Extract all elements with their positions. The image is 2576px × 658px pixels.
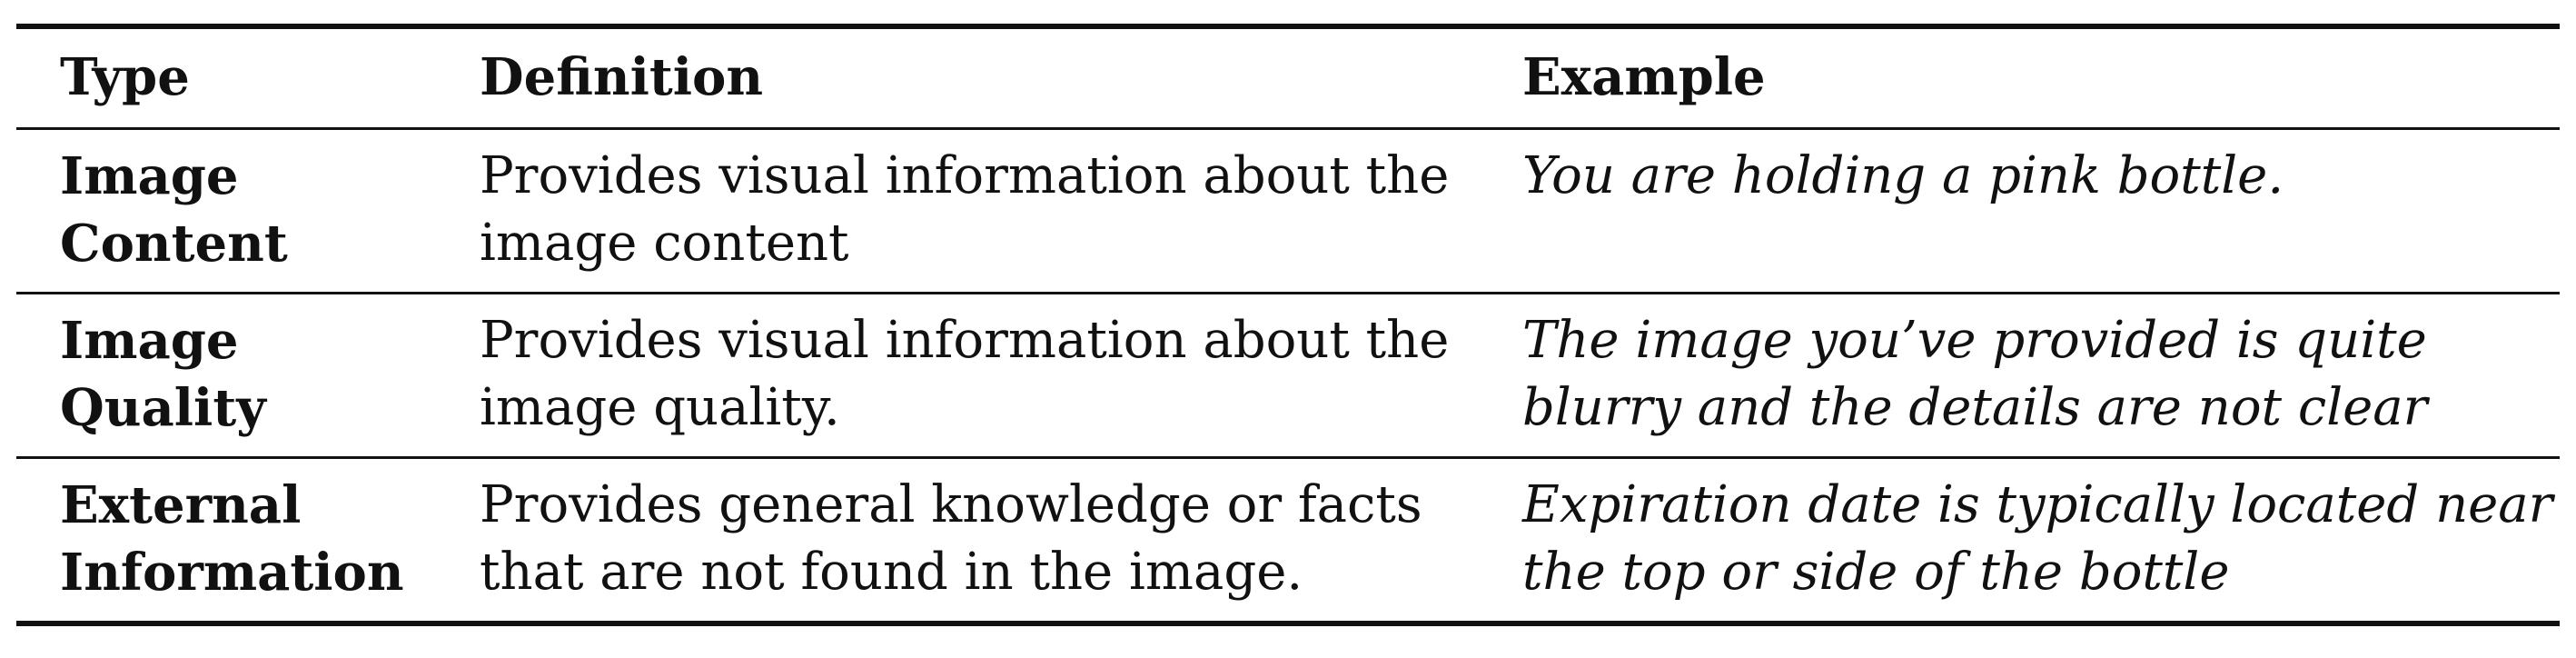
example-cell: The image you’ve provided is quite blurr… [1522, 311, 2428, 437]
header-type: Type [60, 47, 190, 107]
definition-cell: Provides general knowledge or facts that… [480, 475, 1422, 602]
table-header: Type Definition Example [16, 26, 2560, 129]
table-body: Image Content Provides visual informatio… [16, 129, 2560, 624]
example-cell: Expiration date is typically located nea… [1522, 475, 2553, 602]
type-cell: External Information [16, 458, 480, 624]
header-definition: Definition [480, 47, 764, 107]
info-type-table-container: Type Definition Example Image Content Pr… [16, 24, 2560, 626]
table-row: Image Quality Provides visual informatio… [16, 294, 2560, 458]
type-label-line: Quality [60, 378, 266, 438]
table-row: External Information Provides general kn… [16, 458, 2560, 624]
type-label-line: Image [60, 146, 239, 206]
type-cell: Image Quality [16, 294, 480, 458]
example-cell: You are holding a pink bottle. [1522, 146, 2284, 205]
type-label-line: External [60, 475, 302, 535]
table-row: Image Content Provides visual informatio… [16, 129, 2560, 294]
info-type-table: Type Definition Example Image Content Pr… [16, 24, 2560, 626]
definition-cell: Provides visual information about the im… [480, 146, 1450, 273]
header-row: Type Definition Example [16, 26, 2560, 129]
type-label-line: Image [60, 311, 239, 371]
type-label-line: Information [60, 543, 404, 603]
type-cell: Image Content [16, 129, 480, 294]
type-label-line: Content [60, 214, 288, 274]
header-example: Example [1522, 47, 1766, 107]
definition-cell: Provides visual information about the im… [480, 311, 1450, 437]
